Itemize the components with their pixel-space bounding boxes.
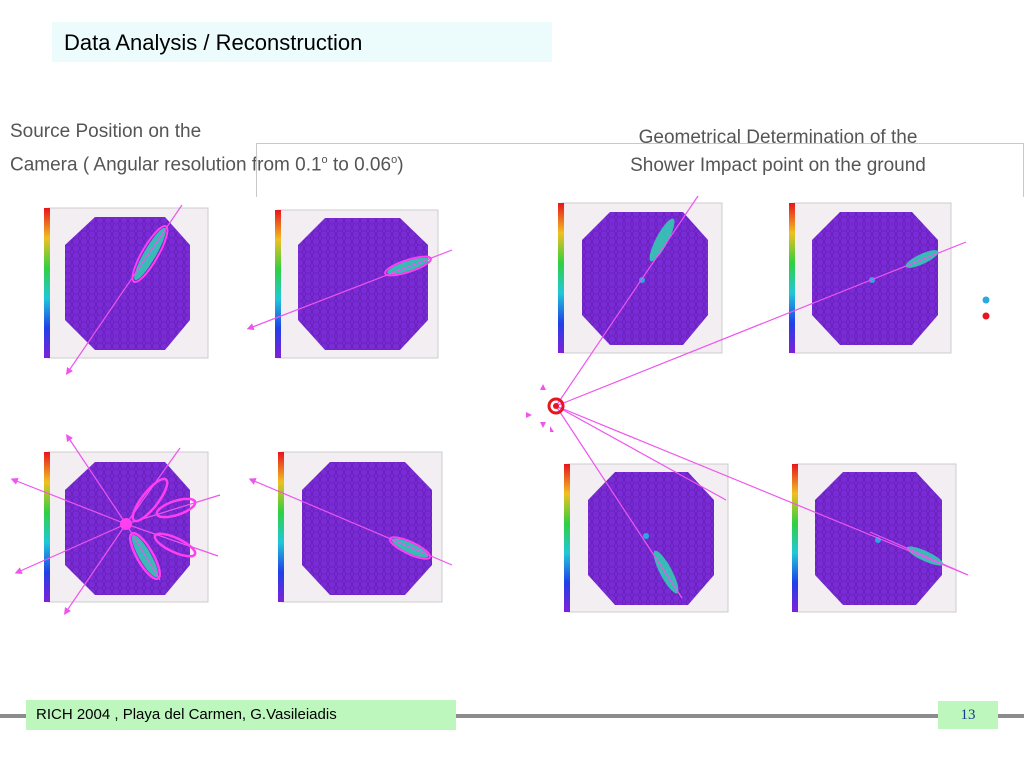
camera-image <box>789 202 952 354</box>
right-caption: Geometrical Determination of the Shower … <box>580 124 976 180</box>
caption-text: ) <box>397 154 404 176</box>
impact-point-dot <box>982 312 990 320</box>
camera-image <box>558 202 723 354</box>
page-number: 13 <box>938 701 998 729</box>
left-caption-line2: Camera ( Angular resolution from 0.1o to… <box>10 146 530 179</box>
right-caption-line2: Shower Impact point on the ground <box>630 155 926 176</box>
camera-image <box>564 463 729 613</box>
camera-image <box>278 451 443 603</box>
degree-mark: o <box>321 154 328 166</box>
degree-mark: o <box>391 154 398 166</box>
camera-image <box>275 209 439 359</box>
left-caption: Source Position on the Camera ( Angular … <box>10 118 530 179</box>
telescope-position-dot <box>982 296 990 304</box>
impact-point-marker <box>526 384 565 432</box>
stereo-combined-axes <box>10 434 221 615</box>
shower-axis-lines <box>65 204 453 566</box>
caption-text: to 0.06 <box>327 154 392 176</box>
slide-title: Data Analysis / Reconstruction <box>52 22 552 62</box>
caption-text: Camera ( Angular resolution from 0.1 <box>10 154 322 176</box>
footer-divider <box>0 714 1024 718</box>
source-position-marker <box>120 518 132 530</box>
reconstruction-figure <box>10 195 990 615</box>
footer-conference: RICH 2004 , Playa del Carmen, G.Vasileia… <box>26 700 456 730</box>
left-caption-line1: Source Position on the <box>10 121 202 142</box>
right-caption-line1: Geometrical Determination of the <box>638 127 918 148</box>
camera-image <box>792 463 957 613</box>
camera-image <box>44 207 209 359</box>
impact-reconstruction-lines <box>555 195 969 599</box>
